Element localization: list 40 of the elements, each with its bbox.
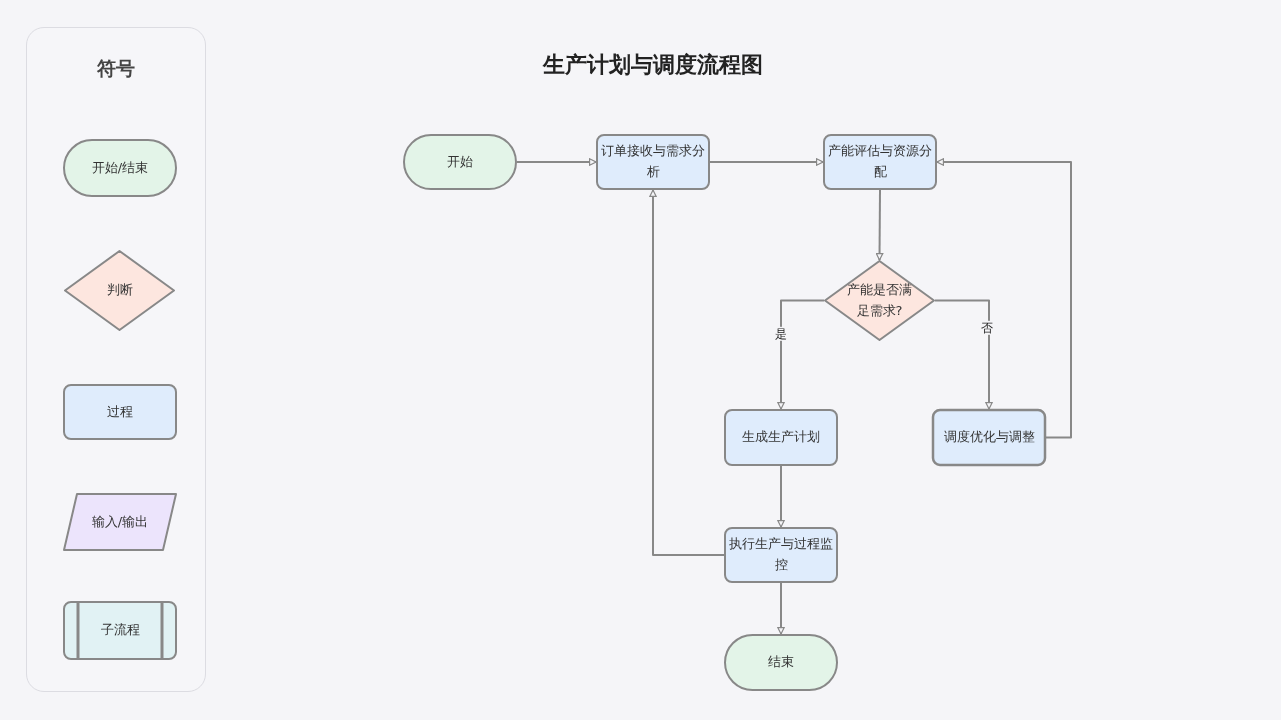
process-box xyxy=(596,134,710,190)
node-label: 结束 xyxy=(767,653,795,672)
arrow xyxy=(649,189,725,556)
arrow xyxy=(709,158,824,166)
node-label: 过程 xyxy=(106,402,134,421)
terminator-shape xyxy=(63,139,177,197)
node-label: 订单接收与需求分析 xyxy=(600,142,706,181)
legend-heading: 符号 xyxy=(96,56,136,81)
arrow xyxy=(777,465,785,528)
node-label: 子流程 xyxy=(99,621,141,640)
process-box xyxy=(724,527,838,583)
legend-panel xyxy=(26,27,206,692)
diagram-title: 生产计划与调度流程图 xyxy=(541,51,764,79)
arrow xyxy=(934,299,993,410)
process-box xyxy=(724,409,838,466)
process-box xyxy=(63,384,177,440)
node-label: 输入/输出 xyxy=(90,512,150,531)
process-box xyxy=(932,409,1046,466)
process-box xyxy=(823,134,937,190)
arrow xyxy=(516,158,597,166)
edge-label: 是 xyxy=(774,326,788,342)
arrow xyxy=(875,189,884,261)
node-label: 产能是否满足需求? xyxy=(846,280,913,320)
node-label: 开始/结束 xyxy=(90,158,150,177)
subprocess-box xyxy=(63,601,177,660)
node-label: 执行生产与过程监控 xyxy=(728,535,834,574)
input-output-parallelogram xyxy=(63,493,177,551)
edge-label: 否 xyxy=(980,320,994,336)
terminator-shape xyxy=(403,134,517,190)
arrow xyxy=(777,299,825,410)
node-label: 产能评估与资源分配 xyxy=(827,142,933,181)
node-label: 调度优化与调整 xyxy=(942,428,1036,447)
node-label: 生成生产计划 xyxy=(741,428,821,447)
node-label: 开始 xyxy=(446,152,474,171)
node-label: 判断 xyxy=(105,281,134,300)
decision-diamond xyxy=(64,250,175,331)
arrow xyxy=(936,158,1072,439)
decision-diamond xyxy=(824,260,935,341)
terminator-shape xyxy=(724,634,838,691)
arrow xyxy=(777,582,785,635)
